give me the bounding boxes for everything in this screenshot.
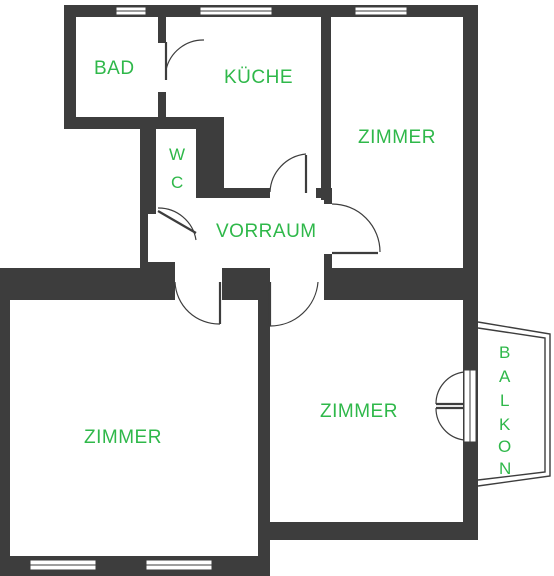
wall-kueche-bottom-far — [316, 188, 331, 198]
balcony — [477, 321, 551, 487]
label-wc-w: W — [169, 145, 186, 164]
wall-mid-center-pillar — [222, 268, 250, 300]
label-wc-c: C — [171, 173, 184, 192]
wall-bad-kueche-lower — [158, 92, 166, 129]
wall-vorraum-left — [140, 208, 148, 268]
wall-wc-left — [140, 129, 156, 214]
wall-kueche-zimmer — [321, 5, 331, 200]
label-kueche: KÜCHE — [224, 67, 293, 88]
wall-bad-bottom — [64, 117, 224, 129]
label-zimmer-right: ZIMMER — [320, 401, 398, 422]
room-labels: BAD KÜCHE ZIMMER W C VORRAUM ZIMMER ZIMM… — [84, 58, 512, 478]
door-zimmer-left-arc — [174, 281, 221, 325]
wall-zimmer-tr-stub2 — [324, 254, 332, 284]
wall-kueche-step — [210, 117, 224, 197]
label-balkon-o: O — [498, 437, 512, 456]
balcony-outline — [477, 321, 551, 487]
label-zimmer-left: ZIMMER — [84, 427, 162, 448]
door-kueche-arc — [269, 153, 307, 193]
wall-bad-kueche — [158, 5, 166, 43]
wall-wc-right — [196, 129, 210, 197]
wall-left-outer — [0, 268, 10, 576]
wall-wc-bottom — [196, 189, 224, 198]
label-balkon-n: N — [499, 459, 512, 478]
label-bad: BAD — [94, 58, 135, 79]
doors — [157, 39, 465, 441]
walls — [0, 5, 478, 576]
wall-kueche-bottom-right — [224, 188, 270, 198]
wall-bad-left — [64, 5, 76, 129]
wall-right-bottom — [258, 522, 478, 540]
door-balcony-arc-1 — [435, 371, 465, 405]
door-balcony-arc-2 — [435, 407, 465, 441]
label-zimmer-top-right: ZIMMER — [358, 127, 436, 148]
label-balkon-a: A — [499, 367, 511, 386]
label-balkon-l: L — [500, 391, 510, 410]
label-balkon-b: B — [499, 343, 511, 362]
label-vorraum: VORRAUM — [216, 221, 317, 242]
door-wc-arc — [157, 207, 197, 241]
door-zimmer-tr-arc — [331, 203, 381, 253]
wall-zimmer-tr-bottom — [324, 268, 478, 300]
wall-right-upper — [463, 5, 478, 315]
wall-mid-left — [140, 262, 175, 300]
wall-zimmer-tr-stub — [324, 188, 332, 204]
door-bad-arc — [165, 39, 205, 71]
door-zimmer-right-arc — [269, 281, 319, 327]
label-balkon-k: K — [499, 415, 511, 434]
wall-zimmer-partition — [258, 282, 270, 576]
windows — [29, 6, 477, 571]
